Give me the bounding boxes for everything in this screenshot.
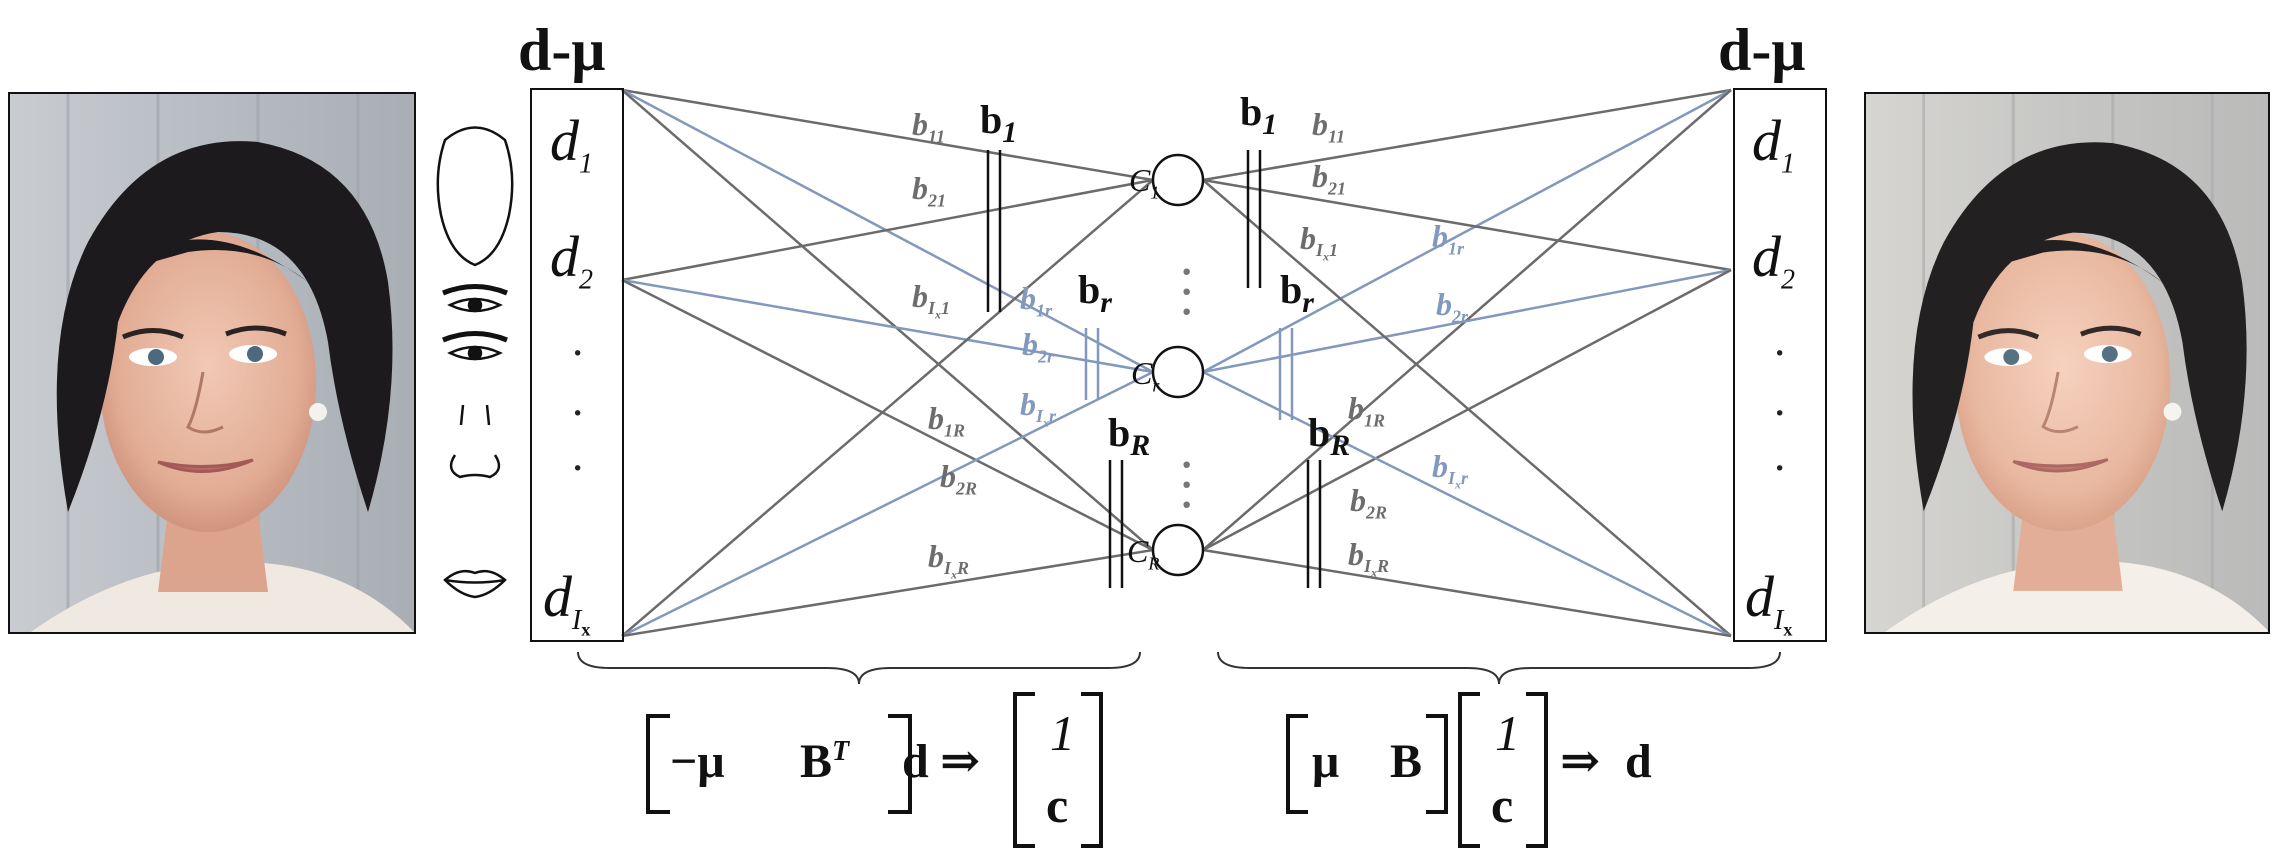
eq-right-matrix-1: 1 — [1495, 705, 1520, 761]
output-dot-2: · — [1772, 387, 1788, 438]
weight-b2r-left: b2r — [1022, 326, 1055, 367]
vector-bR-right: bR — [1308, 410, 1351, 462]
edge-right-dI-cR — [1202, 548, 1732, 638]
weight-bI1-right: bIx1 — [1300, 220, 1339, 264]
input-d1: d1 — [550, 108, 593, 180]
component-node-cr — [1151, 345, 1205, 399]
eq-right-arrow: ⇒ — [1560, 735, 1601, 788]
brace-right — [1217, 651, 1781, 685]
portrait-photo-left — [8, 92, 416, 634]
component-c1: C1 — [1129, 162, 1160, 203]
vector-b1-right: b1 — [1240, 89, 1278, 141]
weight-bIr-right: bIxr — [1432, 448, 1469, 492]
edge-right-d2-c1 — [1202, 178, 1732, 272]
weight-b1R-left: b1R — [928, 400, 966, 441]
weight-bIR-left: bIxR — [928, 538, 970, 582]
title-left: d-μ — [518, 17, 606, 83]
eq-right-B: B — [1390, 735, 1423, 788]
edge-left-dI-cR — [621, 548, 1154, 638]
component-node-c1 — [1151, 153, 1205, 207]
eq-left-matrix-c: c — [1046, 777, 1069, 833]
portrait-photo-right — [1864, 93, 2270, 633]
eq-left-Bt: BT — [800, 735, 850, 788]
output-d1: d1 — [1752, 108, 1795, 180]
weight-bIr-left: bIxr — [1020, 386, 1057, 430]
eq-right-mu: μ — [1312, 735, 1340, 788]
equation-reconstruction: μ B 1 c ⇒ d — [1280, 690, 1680, 850]
component-cR: CR — [1127, 533, 1160, 574]
weight-b11-right: b11 — [1312, 106, 1346, 147]
eq-left-d: d — [902, 735, 929, 788]
weight-b2R-right: b2R — [1350, 482, 1388, 523]
eq-right-matrix-c: c — [1491, 777, 1514, 833]
component-vdots-2: ··· — [1180, 442, 1194, 527]
vector-br-right: br — [1280, 267, 1314, 319]
edge-left-d2-cr — [621, 278, 1154, 374]
edge-right-d2-cR — [1202, 268, 1732, 552]
equation-projection: −μ BT d ⇒ 1 c — [640, 690, 1103, 850]
vector-bR-left: bR — [1108, 410, 1151, 462]
weight-bI1-left: bIx1 — [912, 278, 951, 322]
head-outline-icon — [436, 126, 514, 267]
eyebrow-eye-icon — [442, 284, 508, 361]
weight-b1R-right: b1R — [1348, 390, 1386, 431]
edge-left-dI-cr — [621, 370, 1154, 638]
lips-icon — [443, 569, 507, 599]
eq-left-matrix-1: 1 — [1050, 705, 1075, 761]
vector-b1-left: b1 — [980, 97, 1018, 149]
edge-left-dI-c1 — [621, 179, 1154, 637]
vector-br-left: br — [1078, 267, 1112, 319]
nose-icon — [449, 404, 501, 479]
eq-left-minus-mu: −μ — [670, 735, 725, 788]
weight-bIR-right: bIxR — [1348, 536, 1390, 580]
edge-left-d2-c1 — [621, 178, 1154, 282]
output-dot-3: · — [1772, 442, 1788, 493]
eq-left-arrow: ⇒ — [940, 735, 981, 788]
input-d2: d2 — [550, 224, 593, 296]
weight-b1r-right: b1r — [1432, 218, 1465, 259]
eq-right-d: d — [1625, 735, 1652, 788]
edge-right-dI-cr — [1202, 370, 1732, 638]
weight-b1r-left: b1r — [1020, 280, 1053, 321]
edge-left-d1-cR — [621, 89, 1154, 551]
output-vector-box — [1733, 88, 1827, 642]
output-dI: dIx — [1745, 564, 1793, 640]
output-d2: d2 — [1752, 224, 1795, 296]
output-dot-1: · — [1772, 327, 1788, 378]
facial-feature-sketches-icon — [436, 126, 514, 599]
brace-left — [577, 651, 1141, 685]
input-dI: dIx — [543, 564, 591, 640]
edge-right-d1-c1 — [1202, 88, 1732, 182]
weight-b2R-left: b2R — [940, 458, 978, 499]
input-dot-1: · — [570, 327, 586, 378]
edge-left-d2-cR — [621, 278, 1154, 552]
component-node-cR — [1151, 523, 1205, 577]
component-vdots-1: ··· — [1180, 249, 1194, 334]
weight-b11-left: b11 — [912, 106, 946, 147]
input-dot-3: · — [570, 442, 586, 493]
weight-b21-right: b21 — [1312, 158, 1346, 199]
weight-b2r-right: b2r — [1436, 286, 1469, 327]
edge-right-dI-c1 — [1202, 179, 1732, 637]
input-dot-2: · — [570, 387, 586, 438]
portrait-frame-left — [8, 92, 416, 634]
edge-left-d1-c1 — [621, 88, 1154, 182]
component-cr: Cr — [1131, 355, 1160, 396]
input-vector-box — [530, 88, 624, 642]
weight-b21-left: b21 — [912, 170, 946, 211]
portrait-frame-right — [1864, 92, 2270, 634]
edge-right-d1-cr — [1202, 88, 1732, 374]
title-right: d-μ — [1718, 17, 1806, 83]
